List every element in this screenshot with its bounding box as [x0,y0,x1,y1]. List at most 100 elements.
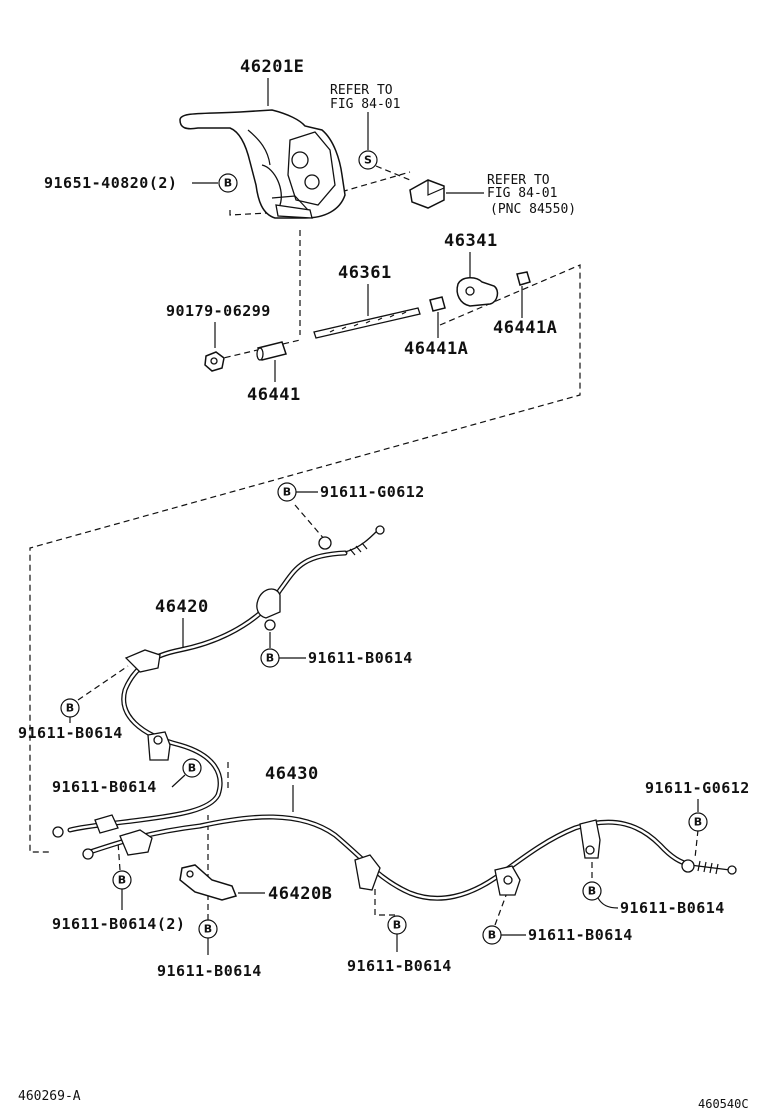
marker-b-text: B [224,177,232,190]
lever-pin [304,174,320,190]
marker-b-g1: B [277,482,297,502]
marker-b-b8-text: B [588,885,596,898]
label-90179-06299: 90179-06299 [166,302,271,320]
lever-edge [247,129,271,166]
nut-90179 [204,351,225,372]
nut-90179-hole [210,357,218,365]
dash-b1-leader [77,665,129,701]
dash-b4-leader [117,841,121,871]
label-91611-B0614-d: 91611-B0614 [157,962,262,980]
front-cable-end-fitting [94,814,119,834]
marker-b-lever: B [218,173,238,193]
marker-b-b5: B [198,919,218,939]
rear-cable-end [727,865,737,875]
dash-b7-leader [494,889,509,926]
switch-connector [409,179,445,209]
rear-cable-bracket-3-hole [585,845,595,855]
equalizer [456,277,499,307]
front-cable-bracket-1-hole [264,619,276,631]
label-91611-G0612-top: 91611-G0612 [320,483,425,501]
label-46201E: 46201E [240,57,304,77]
dashed-guides [29,171,699,926]
marker-b-b3-circle [182,758,202,778]
rear-cable-bracket-1 [354,854,381,891]
front-cable-bracket-1 [256,588,281,619]
front-cable [52,525,385,838]
adjust-nut-46441 [256,341,287,361]
marker-b-b3-text: B [188,762,196,775]
marker-b-b8-circle [582,881,602,901]
equalizer-body [456,277,499,307]
rod [313,307,421,339]
ref2-line1: REFER TO [487,173,550,188]
marker-b-b2-text: B [266,652,274,665]
front-cable-bracket-3-hole [153,735,163,745]
rear-cable-bracket-2-hole [503,875,513,885]
front-cable-thread [349,542,368,556]
label-46341: 46341 [444,231,498,251]
label-91611-B0614-g: 91611-B0614 [620,899,725,917]
leader-b3 [171,774,186,788]
marker-b-b7-text: B [488,929,496,942]
marker-b-b6: B [387,915,407,935]
equalizer-hole [465,286,475,296]
marker-b-b4: B [112,870,132,890]
front-cable-end-ball [52,826,64,838]
rear-cable-core [88,815,692,900]
marker-s-text: S [364,154,372,167]
lever-ratchet [261,164,282,206]
marker-b-g2-circle [688,812,708,832]
dash-boundary [29,264,581,853]
label-91611-B0614-a: 91611-B0614 [308,649,413,667]
nut-46441A-middle [429,296,446,312]
label-46361: 46361 [338,263,392,283]
marker-b-b5-text: B [204,923,212,936]
front-cable-bracket-2 [124,649,161,673]
label-46441: 46441 [247,385,301,405]
dash-s-connector [375,165,411,181]
dash-b6-leader [374,885,395,916]
label-91651-40820: 91651-40820(2) [44,174,177,192]
marker-b-g2-text: B [694,816,702,829]
front-cable-end [375,525,385,535]
front-cable-clip-top [318,536,332,550]
label-46430: 46430 [265,764,319,784]
label-46420: 46420 [155,597,209,617]
label-46441A-right: 46441A [493,318,557,338]
marker-s: S [358,150,378,170]
ref2-line3: (PNC 84550) [490,202,576,217]
marker-b-g2: B [688,812,708,832]
rear-cable-front-fitting [119,829,153,856]
nut-a-right-body [516,271,531,286]
rear-cable-thread [697,860,719,875]
rear-cable-front-ball [82,848,94,860]
footer-right-code: 460540C [698,1097,749,1111]
front-cable-tip [344,529,379,553]
marker-b-g1-text: B [283,486,291,499]
marker-b-circle [218,173,238,193]
leader-b8 [597,897,619,909]
marker-b-b8: B [582,881,602,901]
label-91611-B0614-b: 91611-B0614 [18,724,123,742]
adjust-nut-end [256,347,264,361]
lever-pivot [291,151,309,169]
bracket-46420B [179,864,238,901]
connector-body [409,179,445,209]
connector-edge [427,180,445,196]
label-91611-B0614-e: 91611-B0614 [347,957,452,975]
marker-b-b6-text: B [393,919,401,932]
nut-a-middle-body [429,296,446,312]
label-91611-G0612-right: 91611-G0612 [645,779,750,797]
label-91611-B0614-c: 91611-B0614 [52,778,157,796]
marker-b-b1: B [60,698,80,718]
marker-b-b1-text: B [66,702,74,715]
dash-g1-leader [294,504,326,541]
footer-left-code: 460269-A [18,1089,81,1104]
marker-b-b2: B [260,648,280,668]
lever-base [275,204,313,219]
nut-46441A-right [516,271,531,286]
rear-cable-bracket-3 [579,819,601,859]
label-91611-B0614-f: 91611-B0614 [528,926,633,944]
dash-lever-ref [229,171,411,216]
